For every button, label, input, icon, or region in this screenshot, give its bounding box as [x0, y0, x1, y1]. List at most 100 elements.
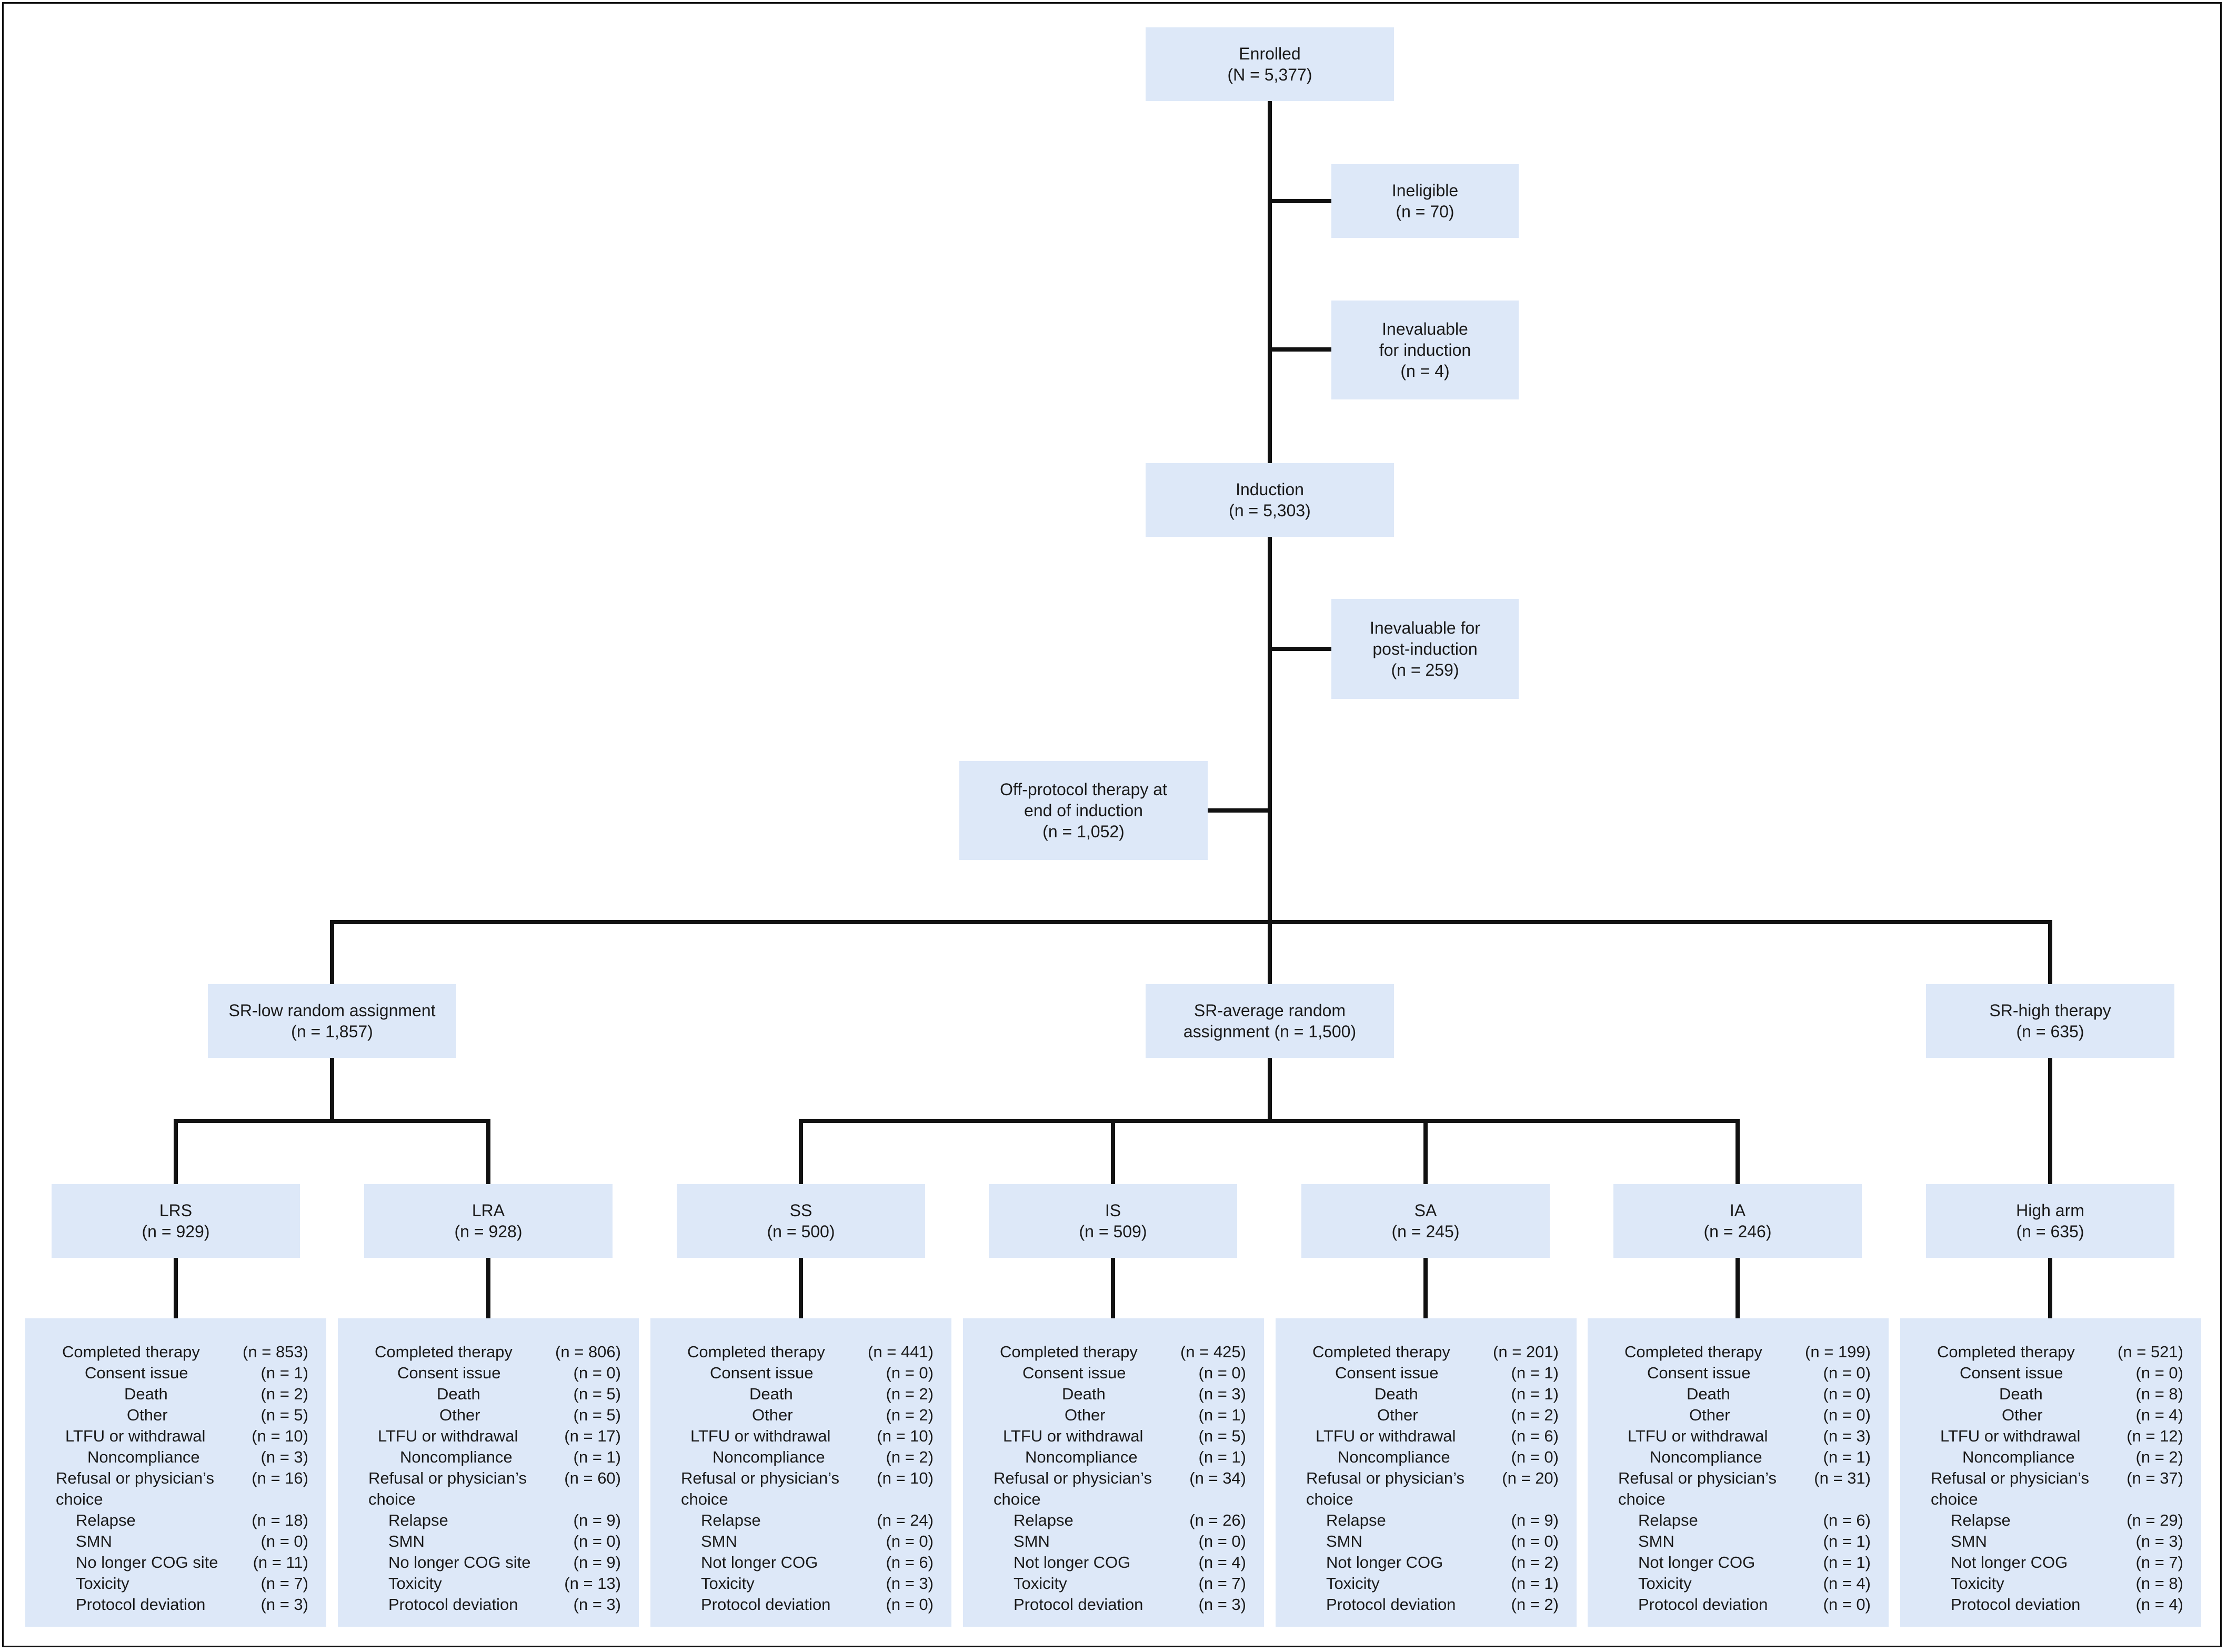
outcome-row-toxicity: Toxicity(n = 1): [1285, 1573, 1567, 1594]
outcome-row-other: Other (n = 1): [972, 1405, 1255, 1426]
outcome-count: (n = 10): [877, 1427, 934, 1445]
outcome-count: (n = 0): [886, 1532, 934, 1550]
inevaluable-induction-box: Inevaluable for induction (n = 4): [1331, 301, 1519, 399]
inevaluable-post-count: (n = 259): [1391, 660, 1459, 679]
outcome-row-other: Other(n = 2): [660, 1405, 942, 1426]
outcome-label: Noncompliance: [1962, 1448, 2075, 1466]
outcome-label: Noncompliance: [1338, 1448, 1450, 1466]
sr-low-box: SR-low random assignment (n = 1,857): [208, 984, 456, 1058]
outcome-label: Completed therapy: [1312, 1343, 1450, 1361]
outcome-count: (n = 5): [1198, 1427, 1246, 1445]
sr-high-box: SR-high therapy (n = 635): [1926, 984, 2174, 1058]
outcome-count: (n = 0): [1198, 1364, 1246, 1382]
outcome-label: Toxicity: [701, 1574, 755, 1593]
outcome-row-cog: No longer COG site(n = 9): [347, 1552, 629, 1573]
sr-avg-line2: assignment (n = 1,500): [1183, 1022, 1357, 1041]
outcome-count: (n = 1): [1198, 1406, 1246, 1424]
outcome-label: Consent issue: [397, 1364, 501, 1382]
outcome-box-ia: Completed therapy(n = 199)Consent issue(…: [1588, 1318, 1889, 1627]
outcome-row-relapse: Relapse(n = 24): [660, 1510, 942, 1531]
outcome-row-noncompliance: Noncompliance(n = 1): [972, 1447, 1255, 1468]
outcome-count: (n = 13): [564, 1574, 621, 1593]
outcome-label: Noncompliance: [400, 1448, 513, 1466]
outcome-row-ltfu: LTFU or withdrawal (n = 6): [1285, 1426, 1567, 1447]
outcome-label: Relapse: [1951, 1511, 2011, 1529]
outcome-row-death: Death(n = 1): [1285, 1384, 1567, 1405]
outcome-row-toxicity: Toxicity(n = 7): [35, 1573, 317, 1594]
outcome-label: Death: [437, 1385, 480, 1403]
inevaluable-post-line1: Inevaluable for: [1370, 618, 1480, 637]
outcome-row-other: Other(n = 4): [1910, 1405, 2192, 1426]
outcome-count: (n = 5): [573, 1385, 621, 1403]
outcome-row-death: Death(n = 8): [1910, 1384, 2192, 1405]
outcome-count: (n = 37): [2126, 1469, 2183, 1487]
outcome-row-cog: Not longer COG(n = 1): [1597, 1552, 1879, 1573]
outcome-label: Completed therapy: [687, 1343, 825, 1361]
outcome-label: Refusal or physician’s choice: [1306, 1469, 1464, 1508]
outcome-label: Consent issue: [1960, 1364, 2063, 1382]
outcome-row-death: Death (n = 5): [347, 1384, 629, 1405]
outcome-label: Death: [124, 1385, 168, 1403]
outcome-count: (n = 12): [2126, 1427, 2183, 1445]
outcome-count: (n = 521): [2118, 1343, 2183, 1361]
outcome-row-cog: Not longer COG(n = 4): [972, 1552, 1255, 1573]
sr-high-label: SR-high therapy: [1989, 1001, 2111, 1020]
outcome-label: Death: [1062, 1385, 1106, 1403]
arm-box-lra: LRA (n = 928): [364, 1184, 613, 1258]
outcome-row-refusal: Refusal or physician’s choice(n = 37): [1910, 1468, 2192, 1510]
outcome-row-refusal: Refusal or physician’s choice(n = 10): [660, 1468, 942, 1510]
outcome-count: (n = 806): [555, 1343, 621, 1361]
outcome-label: Completed therapy: [1624, 1343, 1762, 1361]
off-protocol-line1: Off-protocol therapy at: [1000, 780, 1167, 799]
outcome-label: Relapse: [1326, 1511, 1386, 1529]
arm-count: (n = 928): [454, 1222, 523, 1241]
outcome-label: LTFU or withdrawal: [1316, 1427, 1456, 1445]
arm-count: (n = 245): [1391, 1222, 1460, 1241]
outcome-row-ltfu: LTFU or withdrawal(n = 12): [1910, 1426, 2192, 1447]
outcome-label: Other: [1065, 1406, 1106, 1424]
outcome-label: SMN: [388, 1532, 425, 1550]
sr-avg-box: SR-average random assignment (n = 1,500): [1146, 984, 1394, 1058]
outcome-count: (n = 425): [1180, 1343, 1246, 1361]
outcome-count: (n = 11): [253, 1553, 308, 1571]
outcome-count: (n = 6): [1511, 1427, 1559, 1445]
outcome-label: Completed therapy: [62, 1343, 200, 1361]
outcome-label: Noncompliance: [1650, 1448, 1762, 1466]
outcome-row-consent: Consent issue(n = 0): [347, 1363, 629, 1384]
outcome-label: Not longer COG: [1638, 1553, 1755, 1571]
outcome-label: Protocol deviation: [388, 1595, 518, 1614]
outcome-row-completed: Completed therapy(n = 853): [35, 1341, 317, 1363]
arm-name: High arm: [2016, 1201, 2084, 1220]
induction-box: Induction (n = 5,303): [1146, 463, 1394, 537]
outcome-label: LTFU or withdrawal: [1628, 1427, 1768, 1445]
outcome-label: Protocol deviation: [1638, 1595, 1768, 1614]
outcome-row-completed: Completed therapy(n = 806): [347, 1341, 629, 1363]
arm-box-lrs: LRS (n = 929): [52, 1184, 300, 1258]
outcome-row-ltfu: LTFU or withdrawal(n = 10): [35, 1426, 317, 1447]
outcome-row-relapse: Relapse(n = 6): [1597, 1510, 1879, 1531]
arm-count: (n = 929): [142, 1222, 210, 1241]
outcome-label: Not longer COG: [1326, 1553, 1443, 1571]
outcome-row-smn: SMN(n = 0): [35, 1531, 317, 1552]
outcome-row-refusal: Refusal or physician’s choice(n = 31): [1597, 1468, 1879, 1510]
outcome-label: Consent issue: [1647, 1364, 1751, 1382]
outcome-label: Consent issue: [710, 1364, 814, 1382]
outcome-row-toxicity: Toxicity(n = 4): [1597, 1573, 1879, 1594]
outcome-label: Completed therapy: [1937, 1343, 2075, 1361]
inevaluable-induction-count: (n = 4): [1400, 362, 1450, 381]
arm-count: (n = 500): [767, 1222, 835, 1241]
outcome-row-completed: Completed therapy (n = 521): [1910, 1341, 2192, 1363]
outcome-row-toxicity: Toxicity(n = 3): [660, 1573, 942, 1594]
outcome-label: Death: [1375, 1385, 1418, 1403]
outcome-label: Death: [1999, 1385, 2043, 1403]
outcome-row-relapse: Relapse(n = 26): [972, 1510, 1255, 1531]
outcome-row-toxicity: Toxicity(n = 7): [972, 1573, 1255, 1594]
outcome-label: Toxicity: [1014, 1574, 1067, 1593]
arm-count: (n = 635): [2016, 1222, 2084, 1241]
outcome-label: Relapse: [388, 1511, 448, 1529]
outcome-label: Refusal or physician’s choice: [56, 1469, 214, 1508]
outcome-label: Protocol deviation: [701, 1595, 831, 1614]
outcome-row-relapse: Relapse(n = 29): [1910, 1510, 2192, 1531]
outcome-row-protocol: Protocol deviation(n = 3): [35, 1594, 317, 1615]
